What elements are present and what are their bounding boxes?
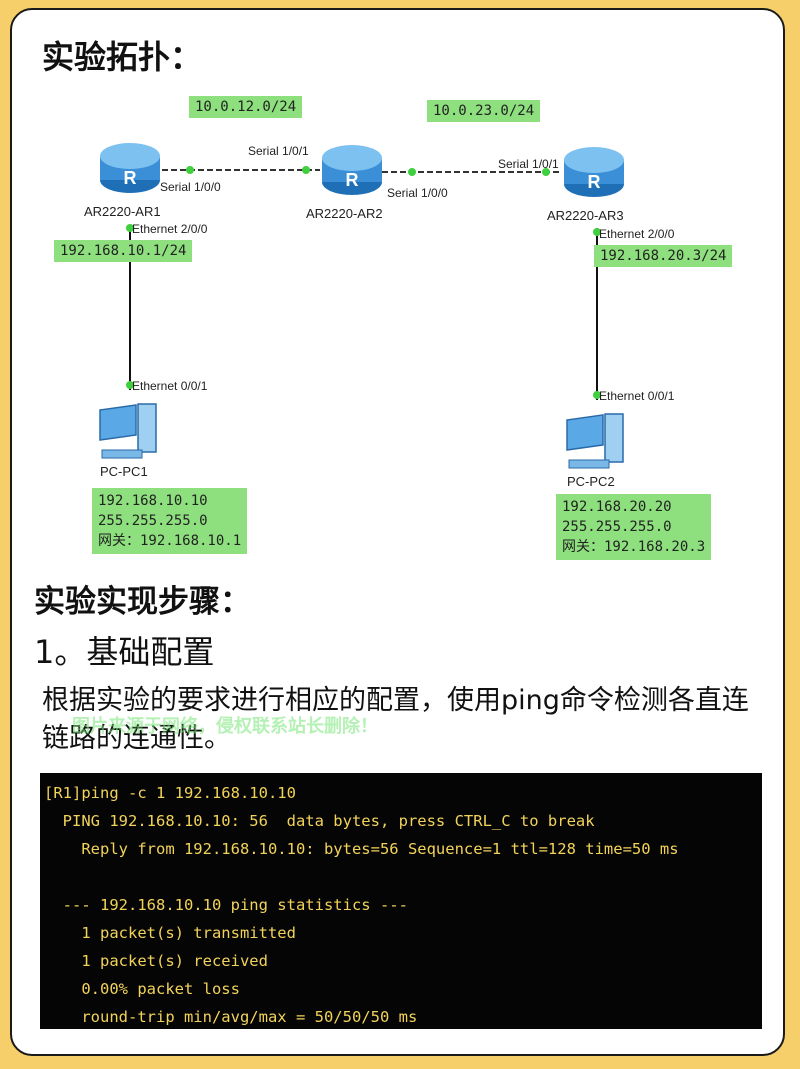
svg-text:R: R	[124, 168, 137, 188]
ar2-serial-right-label: Serial 1/0/0	[387, 186, 448, 200]
terminal-line	[44, 863, 758, 891]
ar3-eth-label: Ethernet 2/0/0	[599, 227, 675, 241]
router-ar3-name: AR2220-AR3	[547, 208, 624, 223]
router-ar1-name: AR2220-AR1	[84, 204, 161, 219]
network-label-23: 10.0.23.0/24	[427, 100, 541, 122]
ar3-serial-label: Serial 1/0/1	[498, 157, 559, 171]
watermark-text: 图片来源于网络，侵权联系站长删除！	[72, 716, 378, 737]
pc1-config-box: 192.168.10.10 255.255.255.0 网关：192.168.1…	[92, 488, 248, 554]
terminal-line: --- 192.168.10.10 ping statistics ---	[44, 896, 408, 914]
port-dot	[186, 166, 194, 174]
terminal-output: [R1]ping -c 1 192.168.10.10 PING 192.168…	[40, 773, 762, 1029]
ar2-serial-left-label: Serial 1/0/1	[248, 144, 309, 158]
pc1-name: PC-PC1	[100, 464, 148, 479]
pc1-ip: 192.168.10.10	[98, 493, 208, 509]
topology-links: R R R	[99, 143, 624, 469]
terminal-line: [R1]ping -c 1 192.168.10.10	[44, 784, 296, 802]
steps-title: 实验实现步骤：	[34, 584, 251, 620]
port-dot	[126, 381, 134, 389]
pc-icon	[99, 403, 157, 459]
pc-icon	[566, 413, 624, 469]
port-dot	[593, 391, 601, 399]
ar1-serial-label: Serial 1/0/0	[160, 180, 221, 194]
terminal-line: Reply from 192.168.10.10: bytes=56 Seque…	[44, 840, 679, 858]
port-dot	[126, 224, 134, 232]
pc2-ip: 192.168.20.20	[562, 499, 672, 515]
router-ar2-name: AR2220-AR2	[306, 206, 383, 221]
terminal-line: 1 packet(s) received	[44, 952, 268, 970]
port-dot	[542, 168, 550, 176]
router-icon: R	[322, 145, 382, 195]
svg-text:R: R	[346, 170, 359, 190]
ar3-gateway-ip: 192.168.20.3/24	[594, 245, 733, 267]
pc1-mask: 255.255.255.0	[98, 513, 208, 529]
pc2-name: PC-PC2	[567, 474, 615, 489]
pc2-eth-label: Ethernet 0/0/1	[599, 389, 675, 403]
content-card: 实验拓扑： R	[10, 8, 785, 1056]
svg-text:R: R	[588, 172, 601, 192]
pc1-eth-label: Ethernet 0/0/1	[132, 379, 208, 393]
port-dot	[408, 168, 416, 176]
step-1-description: 根据实验的要求进行相应的配置，使用ping命令检测各直连链路的连通性。	[42, 685, 749, 754]
port-dot	[302, 166, 310, 174]
pc1-gateway: 网关：192.168.10.1	[98, 533, 242, 549]
pc2-gateway: 网关：192.168.20.3	[562, 539, 706, 555]
ar1-gateway-ip: 192.168.10.1/24	[54, 240, 193, 262]
topology-diagram: R R R	[12, 10, 783, 570]
step-1-heading: 1。基础配置	[34, 633, 215, 671]
router-icon: R	[100, 143, 160, 193]
port-dot	[593, 228, 601, 236]
ar1-eth-label: Ethernet 2/0/0	[132, 222, 208, 236]
pc2-mask: 255.255.255.0	[562, 519, 672, 535]
router-icon: R	[564, 147, 624, 197]
terminal-line: PING 192.168.10.10: 56 data bytes, press…	[44, 812, 595, 830]
pc2-config-box: 192.168.20.20 255.255.255.0 网关：192.168.2…	[556, 494, 712, 560]
topology-title: 实验拓扑：	[42, 38, 203, 76]
terminal-line: round-trip min/avg/max = 50/50/50 ms	[44, 1008, 418, 1026]
terminal-line: 0.00% packet loss	[44, 980, 240, 998]
network-label-12: 10.0.12.0/24	[189, 96, 303, 118]
terminal-line: 1 packet(s) transmitted	[44, 924, 296, 942]
